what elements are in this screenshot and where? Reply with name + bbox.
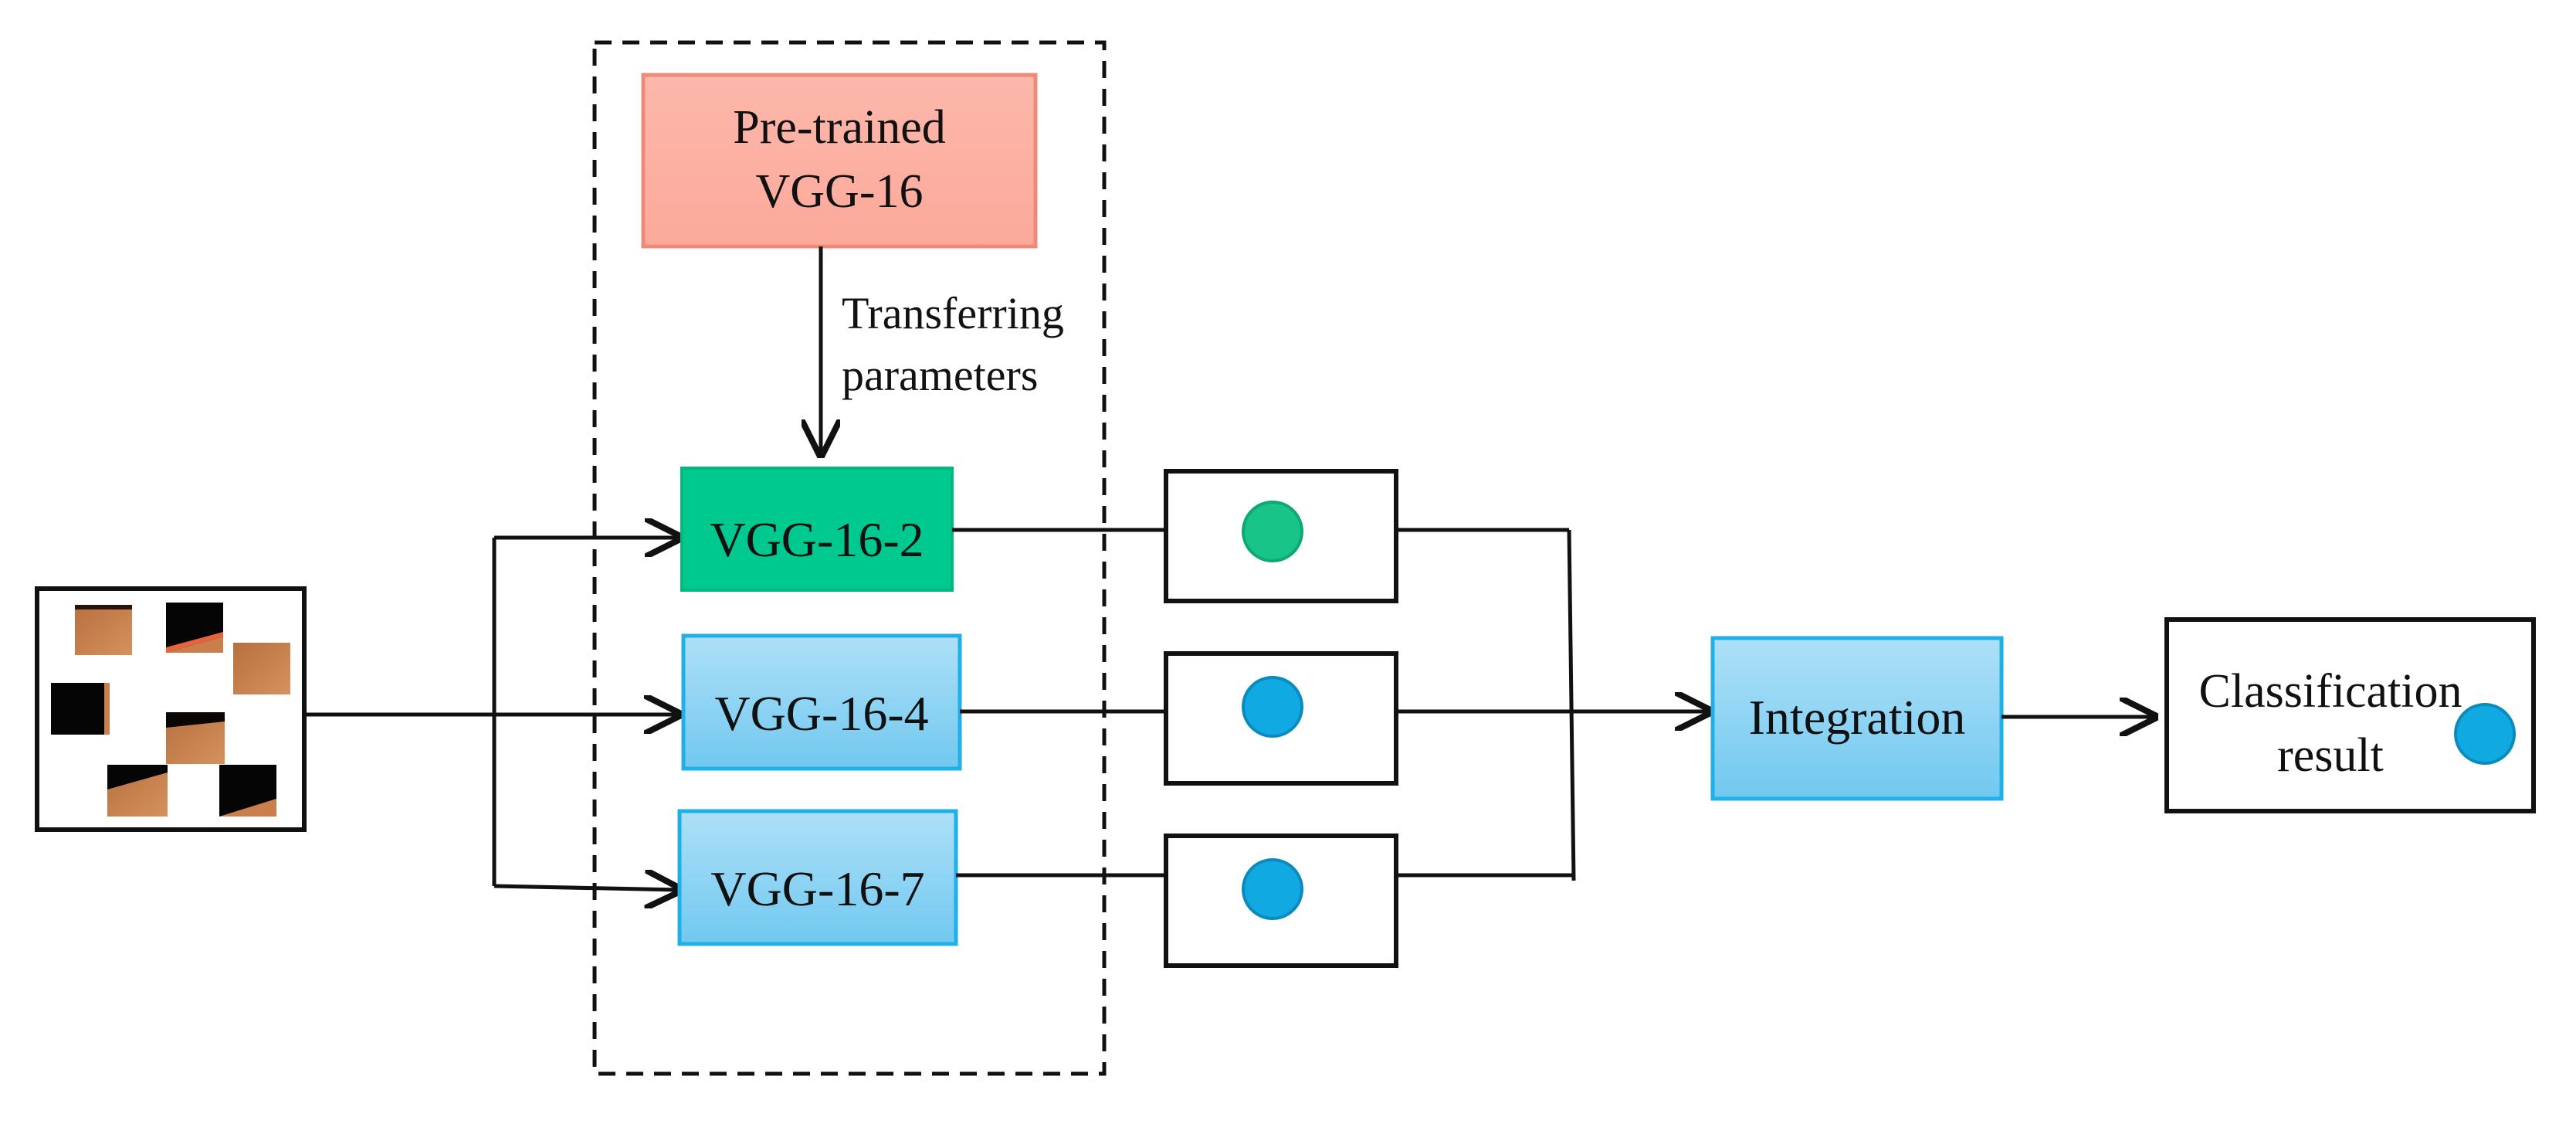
classification-result-box: Classification result bbox=[2164, 617, 2536, 813]
vgg16-7-box: VGG-16-7 bbox=[677, 809, 958, 946]
image-patches-icon bbox=[51, 603, 290, 817]
vgg16-4-label: VGG-16-4 bbox=[714, 686, 928, 741]
result-label-line1: Classification bbox=[2199, 665, 2462, 718]
integration-label: Integration bbox=[1749, 690, 1966, 745]
prediction-box-3 bbox=[1164, 834, 1398, 968]
blue-class-dot-icon bbox=[2454, 703, 2516, 765]
transfer-label-line2: parameters bbox=[842, 350, 1038, 400]
prediction-box-1 bbox=[1164, 469, 1398, 603]
integration-box: Integration bbox=[1710, 636, 2004, 801]
blue-class-dot-icon bbox=[1242, 858, 1303, 920]
green-class-dot-icon bbox=[1242, 501, 1303, 562]
prediction-box-2 bbox=[1164, 651, 1398, 786]
transfer-group-dashed-box bbox=[592, 40, 1107, 1076]
merge-connectors bbox=[1396, 528, 1710, 881]
input-image-patches bbox=[35, 586, 307, 832]
vgg16-7-label: VGG-16-7 bbox=[710, 861, 924, 916]
result-label-line2: result bbox=[2277, 729, 2384, 782]
transfer-label-line1: Transferring bbox=[842, 288, 1064, 338]
pretrained-label-line1: Pre-trained bbox=[733, 101, 945, 154]
vgg16-2-box: VGG-16-2 bbox=[680, 467, 954, 592]
model-output-connectors bbox=[952, 528, 1166, 878]
blue-class-dot-icon bbox=[1242, 676, 1303, 738]
vgg16-4-box: VGG-16-4 bbox=[681, 633, 962, 771]
pretrained-label-line2: VGG-16 bbox=[756, 165, 924, 218]
vgg16-2-label: VGG-16-2 bbox=[710, 512, 924, 567]
input-connectors bbox=[304, 538, 680, 890]
pretrained-vgg16-box: Pre-trained VGG-16 bbox=[641, 73, 1038, 249]
